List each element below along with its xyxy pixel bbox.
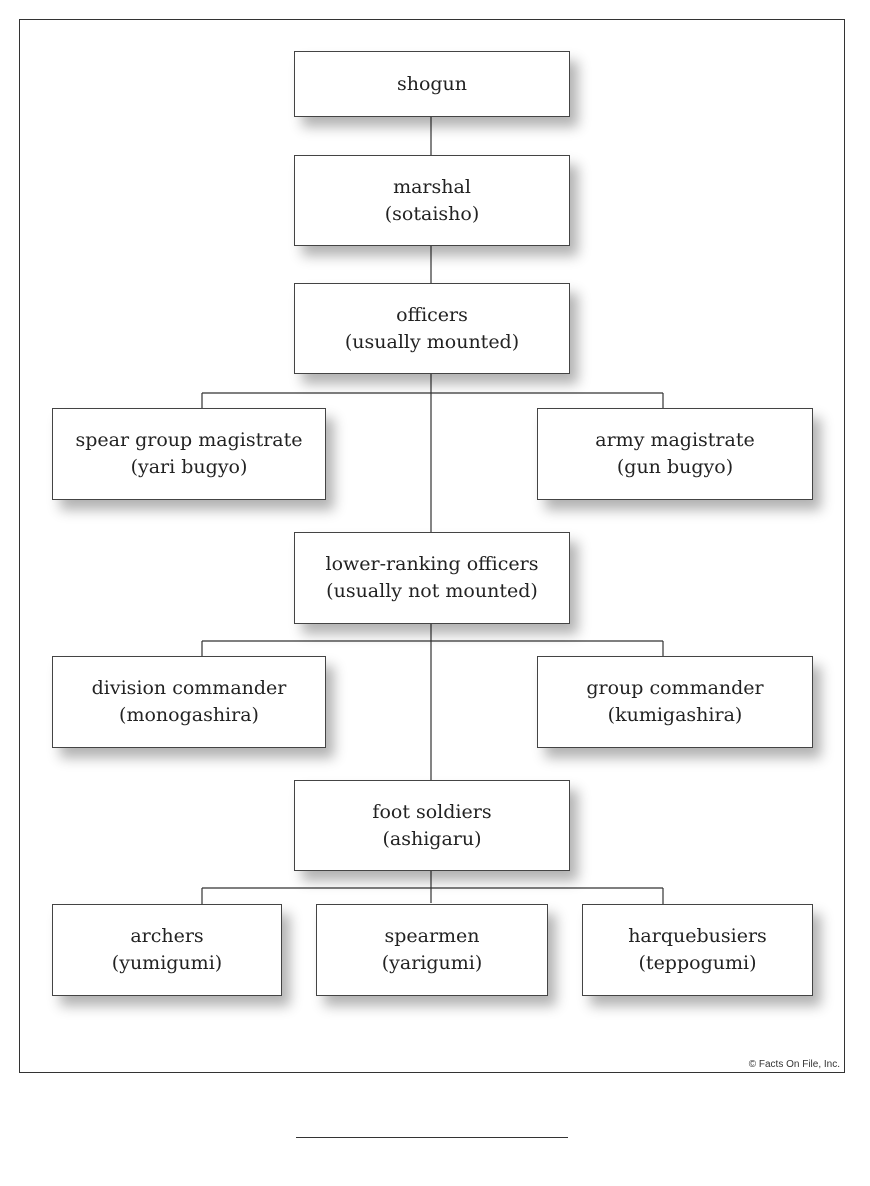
node-army-magistrate: army magistrate (gun bugyo) bbox=[537, 408, 813, 500]
node-title: shogun bbox=[396, 72, 468, 95]
node-title: army magistrate bbox=[595, 429, 755, 451]
node-subtitle: (usually mounted) bbox=[344, 330, 520, 353]
node-spearmen: spearmen (yarigumi) bbox=[316, 904, 548, 996]
node-subtitle: (teppogumi) bbox=[638, 952, 757, 974]
diagram-frame bbox=[19, 19, 845, 1073]
footer-divider bbox=[296, 1137, 568, 1138]
node-subtitle: (yumigumi) bbox=[111, 952, 223, 974]
node-group-commander: group commander (kumigashira) bbox=[537, 656, 813, 748]
node-foot-soldiers: foot soldiers (ashigaru) bbox=[294, 780, 570, 871]
node-subtitle: (sotaisho) bbox=[384, 202, 480, 225]
node-lower-ranking-officers: lower-ranking officers (usually not moun… bbox=[294, 532, 570, 624]
node-archers: archers (yumigumi) bbox=[52, 904, 282, 996]
node-subtitle: (usually not mounted) bbox=[326, 580, 538, 602]
node-subtitle: (gun bugyo) bbox=[616, 456, 734, 478]
node-subtitle: (ashigaru) bbox=[382, 827, 482, 850]
node-subtitle: (yari bugyo) bbox=[130, 456, 248, 478]
node-title: spearmen bbox=[384, 925, 480, 947]
node-title: spear group magistrate bbox=[75, 429, 303, 451]
node-spear-group-magistrate: spear group magistrate (yari bugyo) bbox=[52, 408, 326, 500]
node-title: group commander bbox=[586, 677, 764, 699]
node-marshal: marshal (sotaisho) bbox=[294, 155, 570, 246]
node-title: archers bbox=[130, 925, 204, 947]
node-harquebusiers: harquebusiers (teppogumi) bbox=[582, 904, 813, 996]
node-subtitle: (kumigashira) bbox=[607, 704, 743, 726]
node-title: harquebusiers bbox=[628, 925, 767, 947]
node-title: foot soldiers bbox=[372, 800, 492, 823]
node-title: marshal bbox=[393, 175, 471, 198]
node-subtitle: (yarigumi) bbox=[381, 952, 483, 974]
node-shogun: shogun bbox=[294, 51, 570, 117]
node-subtitle: (monogashira) bbox=[119, 704, 259, 726]
copyright-credit: © Facts On File, Inc. bbox=[748, 1059, 840, 1070]
node-title: lower-ranking officers bbox=[325, 553, 539, 575]
node-officers: officers (usually mounted) bbox=[294, 283, 570, 374]
node-title: officers bbox=[396, 303, 468, 326]
node-title: division commander bbox=[91, 677, 287, 699]
node-division-commander: division commander (monogashira) bbox=[52, 656, 326, 748]
